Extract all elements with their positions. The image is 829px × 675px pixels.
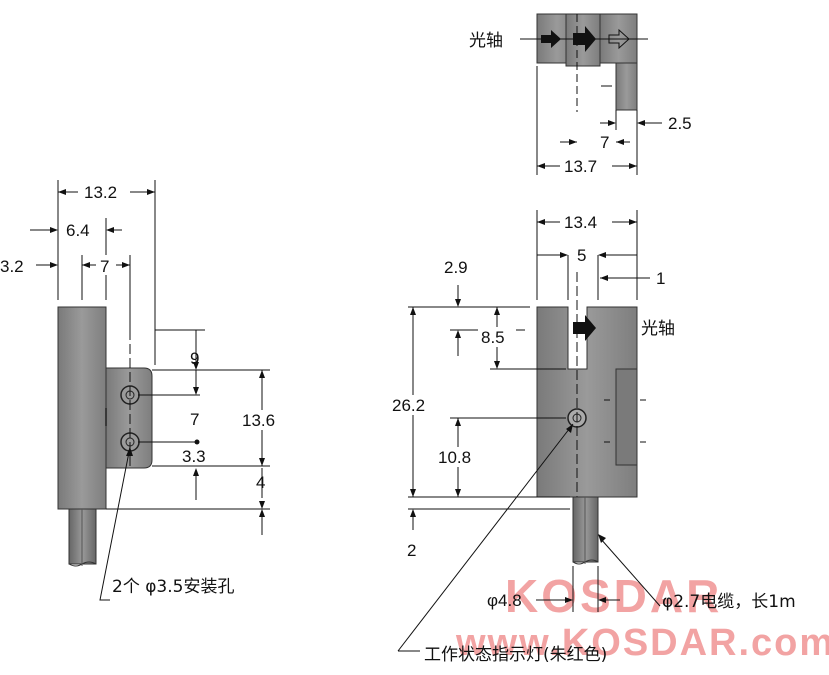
dim-3-3: 3.3: [182, 447, 206, 466]
dim-6-4: 6.4: [66, 221, 90, 240]
dim-7-left: 7: [100, 257, 109, 276]
dim-2-5: 2.5: [668, 114, 692, 133]
arrow-outline-icon: [608, 28, 630, 50]
optical-axis-label-top: 光轴: [469, 31, 503, 51]
watermark-logo: KOSDAR: [505, 570, 722, 622]
dim-10-8: 10.8: [438, 448, 471, 467]
arrow-icon: [573, 26, 596, 52]
watermark: KOSDAR www.KOSDAR.com: [455, 570, 829, 664]
dim-13-4: 13.4: [564, 213, 597, 232]
dim-8-5: 8.5: [481, 328, 505, 347]
indicator-label: 工作状态指示灯(朱红色): [424, 645, 607, 665]
dim-13-2: 13.2: [84, 183, 117, 202]
dim-13-7: 13.7: [564, 157, 597, 176]
side-flange: [105, 367, 153, 469]
optical-axis-label-right: 光轴: [641, 319, 675, 339]
front-view: 光轴 13.4 5 1 2.9: [390, 210, 796, 665]
cable-label: φ2.7电缆，长1m: [662, 592, 796, 612]
dim-1: 1: [656, 269, 665, 288]
front-side-strip: [615, 368, 638, 466]
top-view-leg: [615, 62, 638, 111]
watermark-url: www.KOSDAR.com: [455, 622, 829, 664]
dim-26-2: 26.2: [392, 396, 425, 415]
side-body: [57, 306, 107, 510]
dim-7-vertical: 7: [190, 410, 199, 429]
dim-5: 5: [577, 246, 586, 265]
dim-2: 2: [407, 541, 416, 560]
dim-4: 4: [256, 473, 265, 492]
top-view: 光轴 2.5 7 13.7: [469, 13, 692, 176]
phi-4-8-label: φ4.8: [487, 591, 522, 610]
arrow-icon: [541, 30, 561, 48]
side-view: 13.2 6.4 3.2 7 9 7: [0, 180, 288, 601]
mount-holes-label: 2个 φ3.5安装孔: [112, 577, 234, 597]
dim-7-top: 7: [600, 133, 609, 152]
dim-3-2: 3.2: [0, 257, 24, 276]
dim-9: 9: [190, 349, 199, 368]
arrow-icon: [573, 315, 596, 341]
dim-2-9: 2.9: [444, 258, 468, 277]
dim-13-6: 13.6: [242, 411, 275, 430]
